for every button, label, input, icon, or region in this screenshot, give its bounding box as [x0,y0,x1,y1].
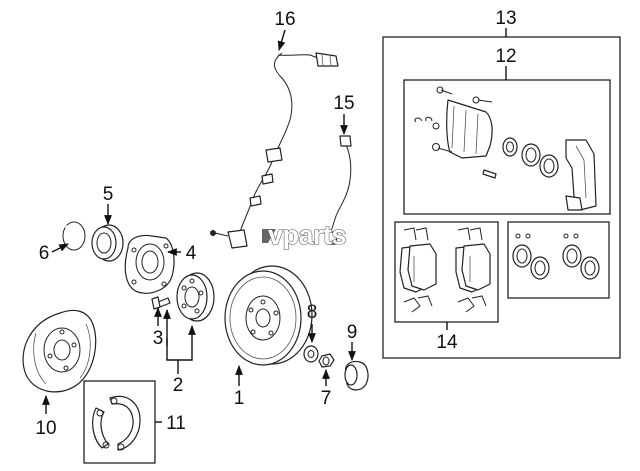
callout-14: 14 [436,332,458,353]
axle-nut [318,353,335,368]
callout-5: 5 [103,184,114,205]
watermark-text: vparts [268,220,346,250]
callout-6: 6 [39,243,50,264]
callout-10: 10 [35,418,56,439]
wheel-stud [151,296,171,310]
abs-wheel-speed-sensor [210,52,339,249]
callout-16: 16 [274,9,295,30]
box-caliper-assembly [382,36,621,359]
callout-4: 4 [186,243,197,264]
hub-flange [176,272,215,322]
box-seal-kit [507,221,610,299]
leader-2 [166,325,196,361]
brake-shoes [92,395,141,451]
leader-6 [51,243,69,253]
wheel-bearing [91,224,124,262]
callout-8: 8 [307,302,318,323]
callout-3: 3 [153,328,164,349]
callout-11: 11 [166,413,186,434]
callout-9: 9 [347,322,358,343]
brake-pads [399,227,491,313]
caliper-seal-kit [512,233,600,280]
vparts-watermark: vparts [262,219,347,251]
callout-13: 13 [495,8,516,29]
callout-2: 2 [173,375,184,396]
callout-12: 12 [495,46,516,67]
callout-15: 15 [333,93,354,114]
box-caliper [403,79,611,215]
washer [303,345,319,363]
backing-plate [22,309,97,393]
hub-cap [344,360,369,391]
brake-caliper [414,86,597,211]
hub-knuckle [124,234,175,294]
brake-hose [326,135,352,245]
brake-rotor [224,265,313,366]
leader-16 [277,29,286,51]
snap-ring [62,221,86,251]
callout-7: 7 [321,388,332,409]
callout-1: 1 [234,388,245,409]
